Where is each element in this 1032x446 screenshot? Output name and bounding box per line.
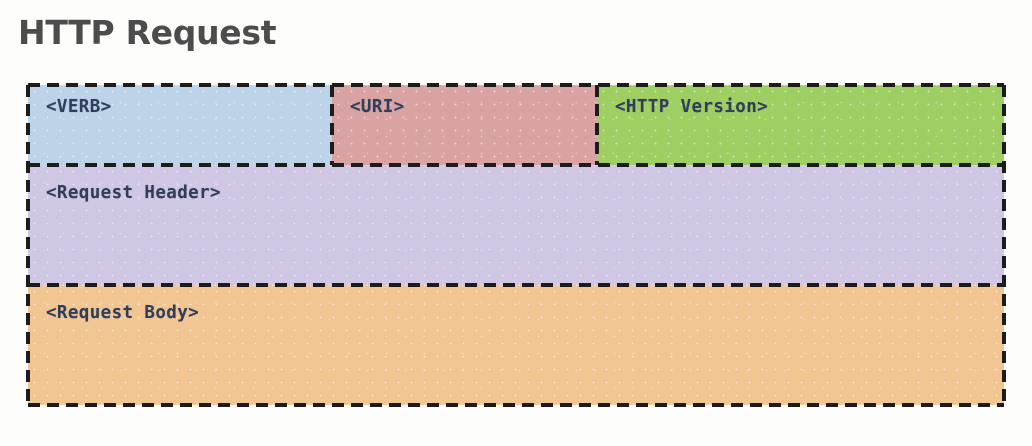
block-verb-label: <VERB> [46, 97, 112, 117]
block-uri-label: <URI> [350, 97, 405, 117]
block-http-version-label: <HTTP Version> [615, 97, 769, 117]
block-request-header-label: <Request Header> [46, 183, 221, 203]
page-title: HTTP Request [18, 13, 277, 52]
block-request-body-label: <Request Body> [46, 303, 200, 323]
block-uri[interactable]: <URI> [332, 85, 597, 165]
block-verb[interactable]: <VERB> [28, 85, 332, 165]
block-http-version[interactable]: <HTTP Version> [597, 85, 1004, 165]
http-request-diagram: <VERB> <URI> <HTTP Version> <Request Hea… [26, 83, 1006, 407]
block-request-header[interactable]: <Request Header> [28, 165, 1004, 285]
block-request-body[interactable]: <Request Body> [28, 285, 1004, 405]
